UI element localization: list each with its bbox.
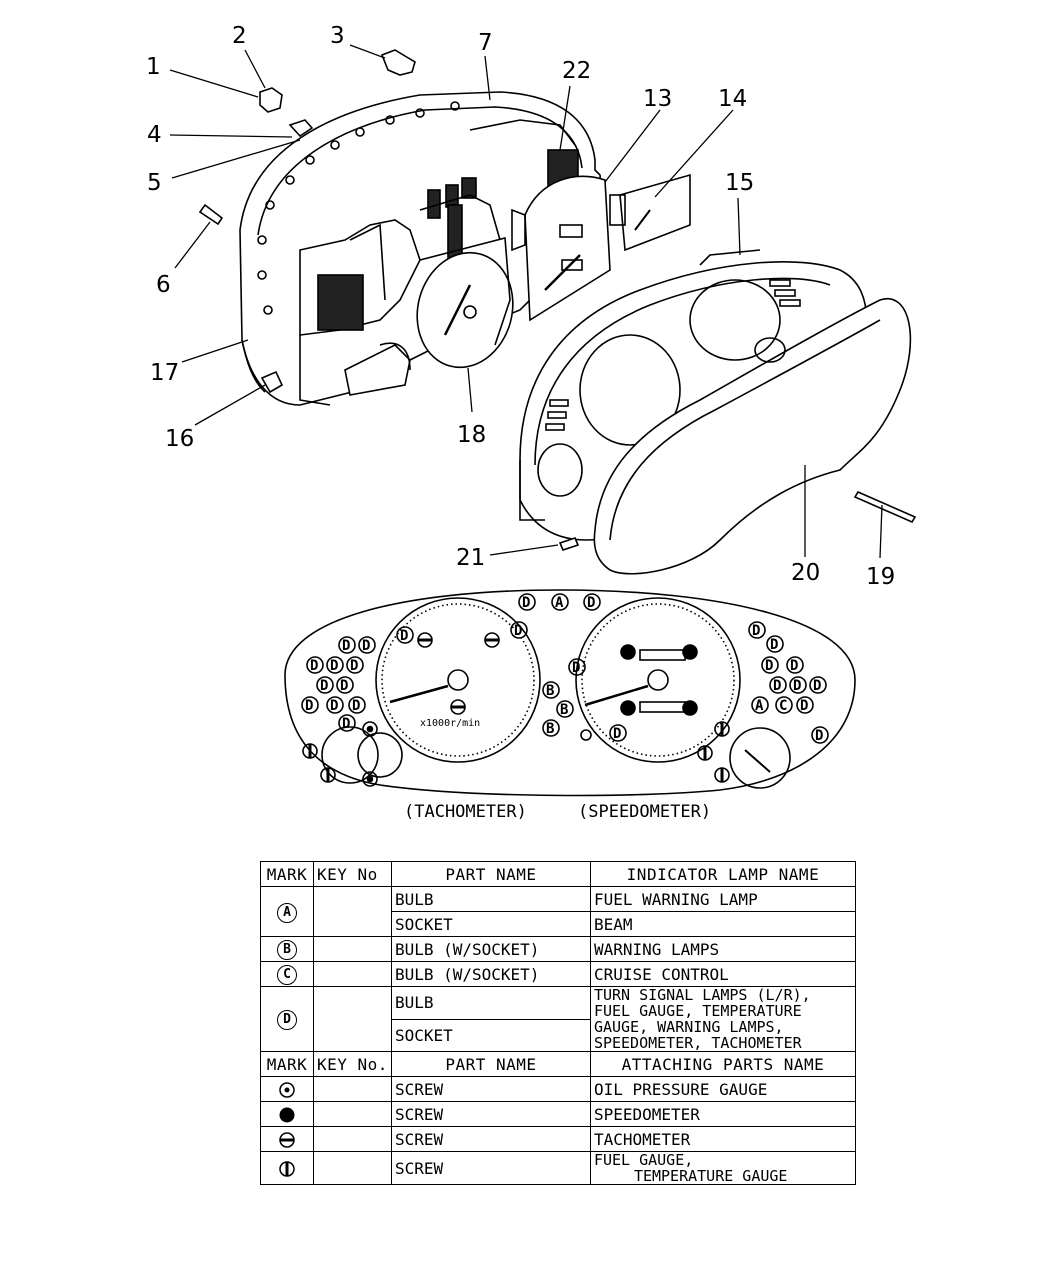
svg-text:D: D	[342, 716, 350, 732]
table-row-b: B BULB (W/SOCKET) WARNING LAMPS	[260, 936, 856, 962]
table-row-c: C BULB (W/SOCKET) CRUISE CONTROL	[260, 961, 856, 987]
svg-text:B: B	[560, 702, 568, 718]
table-row-a-socket: SOCKET BEAM	[261, 911, 856, 937]
speedometer-face	[575, 597, 741, 763]
svg-text:B: B	[546, 683, 554, 699]
table-header-indicator: MARK KEY No PART NAME INDICATOR LAMP NAM…	[260, 861, 856, 887]
callout-13: 13	[643, 86, 672, 112]
tachometer-caption: (TACHOMETER)	[404, 802, 527, 822]
callout-1: 1	[146, 54, 161, 80]
callout-16: 16	[165, 426, 194, 452]
mark-c-symbol: C	[277, 965, 297, 985]
cluster-front-view: D A D D D D B B B D D D D D D D D D D D …	[284, 589, 856, 822]
svg-text:D: D	[752, 623, 760, 639]
svg-text:D: D	[330, 658, 338, 674]
horizontal-bar-circle-icon	[279, 1132, 295, 1148]
table-row-screw-speedo: SCREW SPEEDOMETER	[260, 1101, 856, 1127]
table-row-d-socket: SOCKET	[261, 1018, 856, 1052]
svg-text:D: D	[793, 678, 801, 694]
svg-text:D: D	[815, 728, 823, 744]
oil-gauge-face	[321, 726, 379, 784]
table-row-d-bulb: D BULB TURN SIGNAL LAMPS (L/R), FUEL GAU…	[260, 986, 856, 1052]
svg-text:D: D	[350, 658, 358, 674]
callout-21: 21	[456, 545, 485, 571]
screw-marks	[302, 632, 730, 787]
callout-2: 2	[232, 23, 247, 49]
svg-text:D: D	[305, 698, 313, 714]
callout-14: 14	[718, 86, 747, 112]
mark-a-symbol: A	[277, 902, 297, 923]
svg-text:D: D	[773, 678, 781, 694]
svg-text:D: D	[400, 628, 408, 644]
vertical-bar-circle-icon	[279, 1161, 295, 1177]
tachometer-dial	[416, 236, 514, 369]
tachometer-face	[375, 597, 541, 763]
svg-text:D: D	[352, 698, 360, 714]
exploded-parts-diagram: 1 2 3 4 5 6 7 13 14 15 16 17 18 19 20 21…	[146, 23, 917, 590]
svg-text:A: A	[755, 698, 764, 714]
callout-17: 17	[150, 360, 179, 386]
callout-15: 15	[725, 170, 754, 196]
svg-text:D: D	[310, 658, 318, 674]
speedometer-dial	[511, 175, 611, 322]
temp-gauge-face	[729, 727, 791, 789]
lens-cover-20	[593, 297, 912, 575]
callout-22: 22	[562, 58, 591, 84]
rpm-label: x1000r/min	[420, 718, 480, 729]
svg-text:D: D	[514, 623, 522, 639]
lamp-mark-letters: D A D D D D B B B D D D D D D D D D D D …	[305, 595, 823, 744]
lamp-marks-right	[748, 621, 829, 744]
svg-text:D: D	[340, 678, 348, 694]
small-gauge-14	[609, 173, 691, 252]
table-row-a-bulb: A BULB FUEL WARNING LAMP	[260, 886, 856, 937]
svg-text:A: A	[555, 595, 564, 611]
svg-text:D: D	[765, 658, 773, 674]
table-header-attaching: MARK KEY No. PART NAME ATTACHING PARTS N…	[260, 1051, 856, 1077]
svg-text:D: D	[800, 698, 808, 714]
table-row-screw-tacho: SCREW TACHOMETER	[260, 1126, 856, 1152]
mark-b-symbol: B	[277, 940, 297, 960]
table-row-screw-oil: SCREW OIL PRESSURE GAUGE	[260, 1076, 856, 1102]
callout-19: 19	[866, 564, 895, 590]
svg-text:D: D	[587, 595, 595, 611]
dot-circle-icon	[279, 1082, 295, 1098]
legend-table: MARK KEY No PART NAME INDICATOR LAMP NAM…	[260, 861, 856, 1185]
mark-d-symbol: D	[277, 1010, 297, 1030]
svg-text:C: C	[779, 698, 787, 714]
table-row-screw-fuel-temp: SCREW FUEL GAUGE, TEMPERATURE GAUGE	[260, 1151, 856, 1185]
svg-text:D: D	[770, 637, 778, 653]
callout-3: 3	[330, 23, 345, 49]
callout-6: 6	[156, 272, 171, 298]
svg-text:D: D	[330, 698, 338, 714]
svg-text:D: D	[813, 678, 821, 694]
svg-text:D: D	[522, 595, 530, 611]
svg-text:B: B	[546, 721, 554, 737]
filled-circle-icon	[279, 1107, 295, 1123]
callout-18: 18	[457, 422, 486, 448]
leader-lines	[169, 44, 883, 559]
svg-text:D: D	[572, 660, 580, 676]
speedometer-caption: (SPEEDOMETER)	[578, 802, 711, 822]
callout-5: 5	[147, 170, 162, 196]
cluster-outline	[284, 589, 856, 797]
svg-text:D: D	[320, 678, 328, 694]
rear-housing	[239, 91, 602, 406]
svg-text:D: D	[362, 638, 370, 654]
lamp-marks-top	[396, 593, 627, 742]
lamp-marks-left	[301, 636, 376, 732]
callout-20: 20	[791, 560, 820, 586]
svg-text:D: D	[790, 658, 798, 674]
svg-text:D: D	[613, 726, 621, 742]
callout-4: 4	[147, 122, 162, 148]
small-parts	[198, 49, 917, 551]
svg-text:D: D	[342, 638, 350, 654]
callout-labels: 1 2 3 4 5 6 7 13 14 15 16 17 18 19 20 21…	[146, 23, 895, 590]
callout-7: 7	[478, 30, 493, 56]
